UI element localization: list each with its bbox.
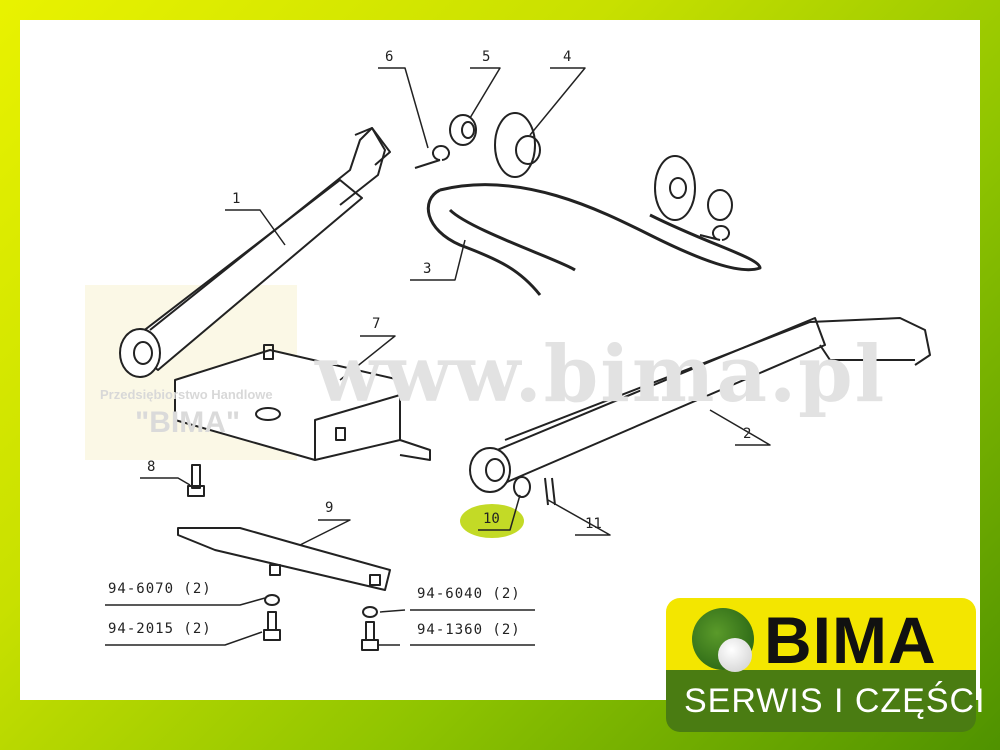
support-bracket bbox=[177, 527, 391, 591]
callout-11: 11 bbox=[585, 516, 602, 532]
bushing bbox=[707, 189, 733, 221]
bolt bbox=[187, 464, 205, 497]
part-number: 94-6070 (2) bbox=[108, 581, 212, 597]
callout-3: 3 bbox=[423, 261, 432, 277]
callout-5: 5 bbox=[482, 49, 491, 65]
lift-arm-right bbox=[469, 317, 931, 506]
logo-tagline: SERWIS I CZĘŚCI bbox=[684, 682, 986, 720]
watermark-company-line1: Przedsiębiorstwo Handlowe bbox=[100, 387, 273, 402]
callout-9: 9 bbox=[325, 500, 334, 516]
callout-4: 4 bbox=[563, 49, 572, 65]
cable bbox=[426, 183, 762, 296]
nut bbox=[264, 594, 280, 606]
callout-2: 2 bbox=[743, 426, 752, 442]
callout-8: 8 bbox=[147, 459, 156, 475]
pin-clip bbox=[699, 225, 730, 241]
callout-6: 6 bbox=[385, 49, 394, 65]
part-number: 94-2015 (2) bbox=[108, 621, 212, 637]
disc bbox=[494, 112, 536, 178]
nut bbox=[362, 606, 378, 618]
watermark-company-line2: "BIMA" bbox=[135, 406, 241, 439]
bima-logo: BIMA SERWIS I CZĘŚCI bbox=[666, 598, 985, 738]
callout-1: 1 bbox=[232, 191, 241, 207]
callout-10: 10 bbox=[483, 511, 500, 527]
bolt bbox=[361, 621, 379, 651]
logo-bottom-band bbox=[666, 670, 976, 732]
bolt bbox=[263, 611, 281, 641]
part-number: 94-6040 (2) bbox=[417, 586, 521, 602]
bushing bbox=[449, 114, 477, 146]
watermark-url: www.bima.pl bbox=[315, 329, 887, 420]
disc bbox=[654, 155, 696, 221]
logo-white-ball-icon bbox=[718, 638, 752, 672]
callout-7: 7 bbox=[372, 316, 381, 332]
part-number: 94-1360 (2) bbox=[417, 622, 521, 638]
lift-arm-left bbox=[119, 127, 391, 378]
pin-clip bbox=[414, 145, 450, 169]
leader-lines bbox=[105, 67, 771, 646]
logo-brand: BIMA bbox=[764, 603, 937, 677]
